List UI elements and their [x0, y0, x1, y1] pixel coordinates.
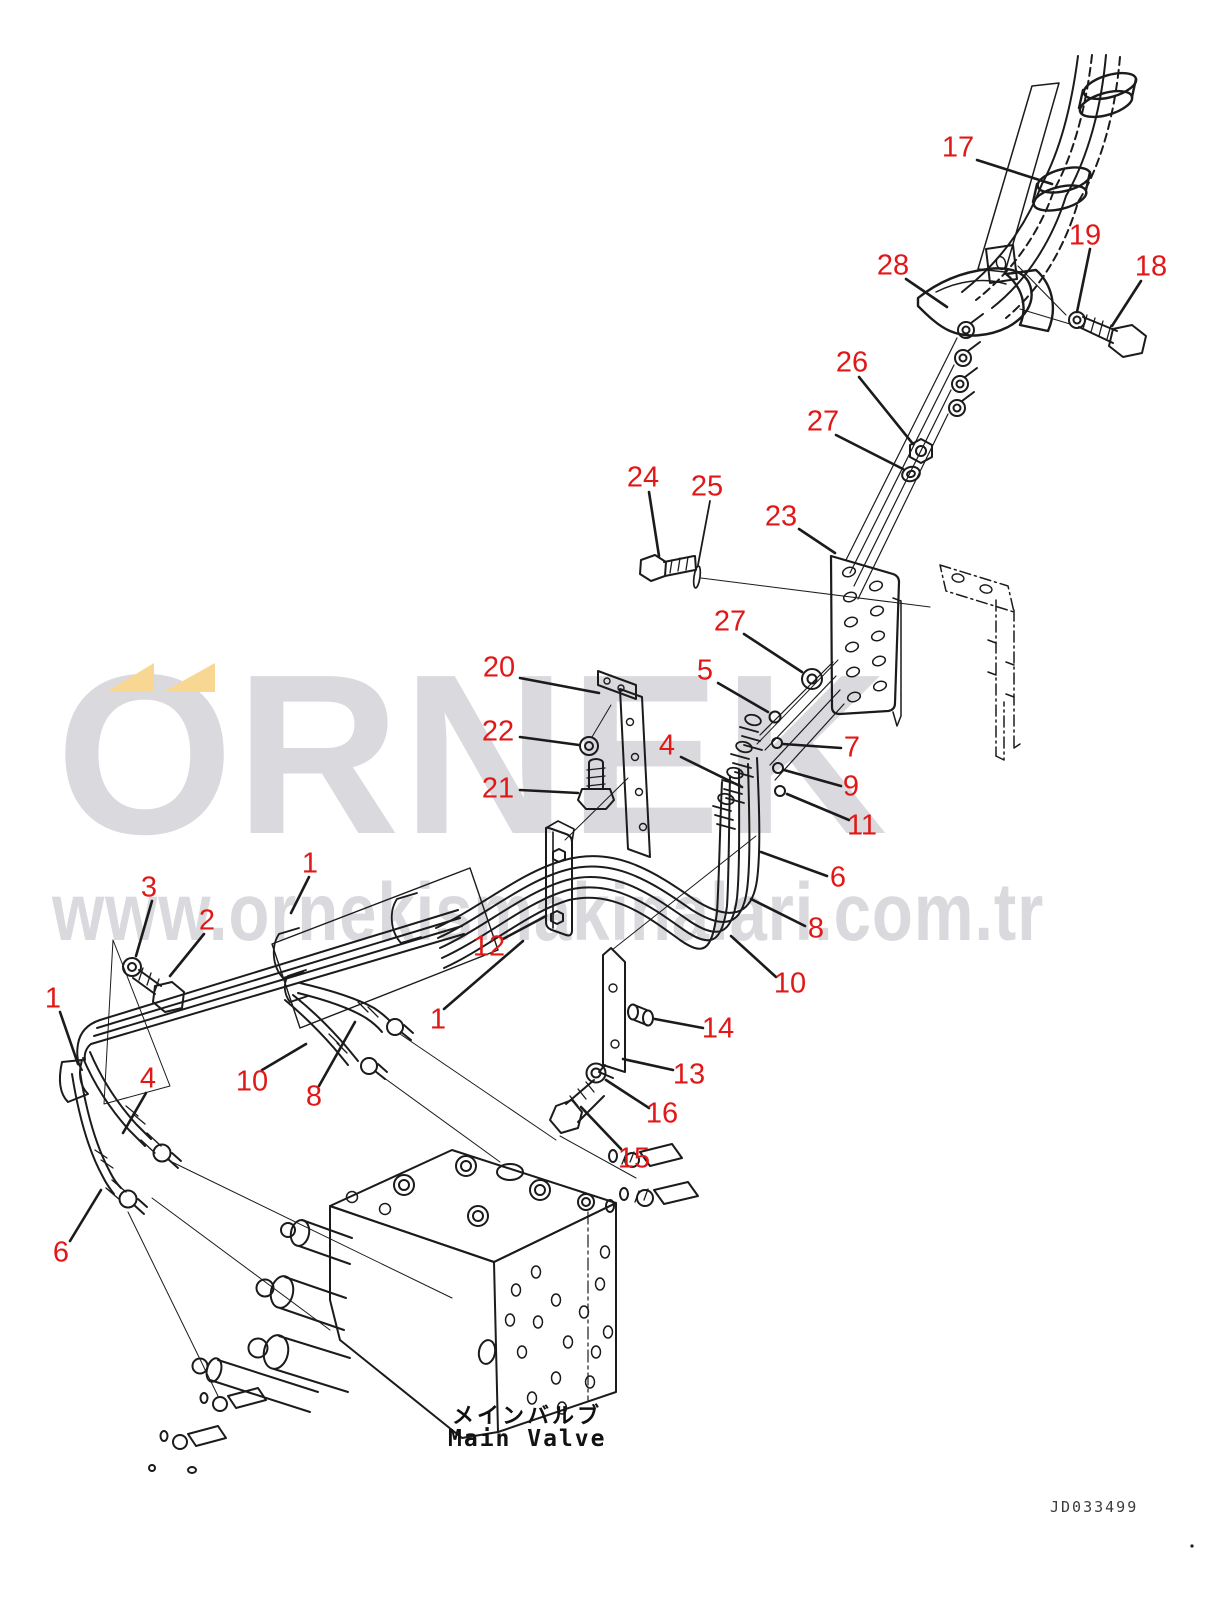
hose-fitting-cluster [712, 713, 763, 830]
washer [585, 1062, 607, 1084]
callout-16: 16 [645, 1097, 679, 1130]
support-bracket [597, 670, 651, 858]
hose-manifold [916, 267, 1033, 337]
callout-20: 20 [482, 651, 516, 684]
washer [901, 465, 921, 483]
callout-6: 6 [52, 1236, 70, 1269]
elbow-fitting [605, 1143, 699, 1213]
callout-6: 6 [829, 861, 847, 894]
hose-line [975, 54, 1093, 301]
callout-1: 1 [429, 1003, 447, 1036]
callout-2: 2 [198, 904, 216, 937]
callout-1: 1 [44, 982, 62, 1015]
hose-fittings-fan [948, 313, 984, 417]
callout-13: 13 [672, 1058, 706, 1091]
ball [772, 762, 784, 774]
hose [297, 982, 414, 1041]
washer [801, 668, 823, 690]
callout-3: 3 [140, 871, 158, 904]
drawing-code: JD033499 [1050, 1498, 1139, 1516]
bolt [549, 1079, 605, 1134]
callout-25: 25 [690, 470, 724, 503]
pin [692, 565, 702, 589]
callout-12: 12 [472, 930, 506, 963]
reference-panel [271, 867, 499, 1029]
callout-9: 9 [842, 770, 860, 803]
bolt [639, 554, 697, 582]
callout-23: 23 [764, 500, 798, 533]
callout-1: 1 [301, 847, 319, 880]
callout-11: 11 [846, 809, 878, 842]
hose [82, 1051, 182, 1169]
callout-26: 26 [835, 346, 869, 379]
support-bracket [598, 947, 626, 1079]
hose-line [991, 54, 1107, 309]
elbow-fitting [148, 1387, 267, 1474]
hose-bundle [435, 757, 761, 969]
ball [771, 737, 783, 749]
manifold-clamp [1004, 268, 1055, 333]
nut [909, 438, 933, 464]
hose-line [961, 55, 1079, 293]
callout-21: 21 [481, 772, 515, 805]
bolt [132, 967, 185, 1013]
callout-27: 27 [713, 605, 747, 638]
callout-24: 24 [626, 461, 660, 494]
mounting-plate [829, 554, 901, 716]
clamp-bracket [985, 244, 1018, 284]
callout-17: 17 [941, 131, 975, 164]
bolt [577, 758, 615, 810]
leader-lines [58, 158, 1143, 1243]
watermark-url: www.ornekismakinalari.com.tr [52, 867, 1045, 958]
valve-title-japanese: メインバルブ [452, 1404, 603, 1429]
washer [579, 736, 599, 756]
ball [768, 710, 782, 724]
callout-14: 14 [701, 1012, 735, 1045]
tube-clamp [59, 1059, 89, 1103]
tube-clamp [283, 969, 309, 1003]
tube-lines [76, 909, 465, 1071]
bolt [1078, 314, 1147, 358]
valve-title-english: Main Valve [448, 1426, 607, 1452]
phantom-bracket [939, 564, 1021, 761]
washer [122, 957, 142, 977]
callout-10: 10 [773, 967, 807, 1000]
spacer [627, 1003, 654, 1027]
clamp-bar [545, 820, 575, 937]
callout-15: 15 [617, 1142, 651, 1175]
hose-clamp-band [1031, 71, 1138, 212]
callout-4: 4 [139, 1062, 157, 1095]
callout-22: 22 [481, 715, 515, 748]
main-valve-block [191, 1149, 617, 1439]
ball [774, 785, 786, 797]
reference-panel [977, 82, 1060, 273]
callout-27: 27 [806, 405, 840, 438]
callout-19: 19 [1068, 219, 1102, 252]
callout-4: 4 [658, 729, 676, 762]
callout-5: 5 [696, 654, 714, 687]
hose [71, 1071, 148, 1215]
callout-8: 8 [807, 912, 825, 945]
washer [1068, 311, 1086, 329]
callout-7: 7 [843, 731, 861, 764]
callout-10: 10 [235, 1065, 269, 1098]
callout-28: 28 [876, 249, 910, 282]
callout-8: 8 [305, 1080, 323, 1113]
callout-18: 18 [1134, 250, 1168, 283]
